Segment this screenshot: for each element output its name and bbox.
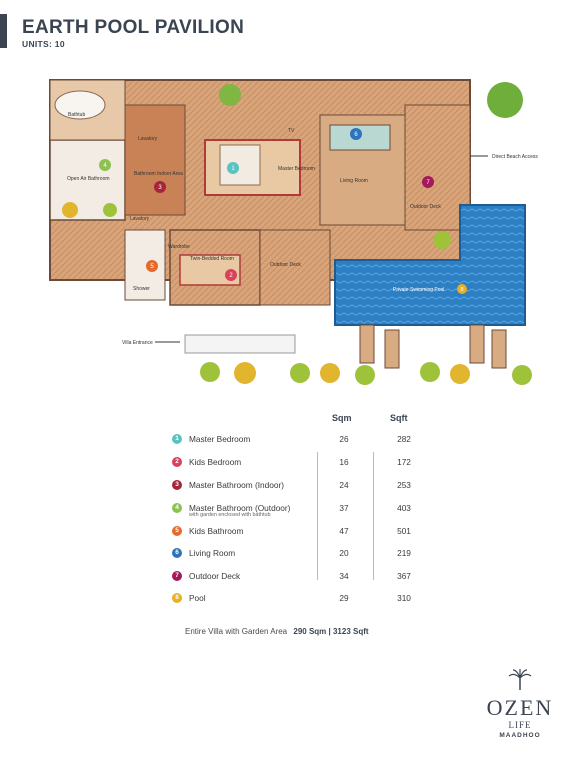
- row-sqm: 29: [339, 593, 349, 603]
- row-label: Kids Bedroom: [189, 457, 242, 467]
- total-value: 290 Sqm | 3123 Sqft: [293, 627, 369, 636]
- svg-text:8: 8: [460, 287, 463, 293]
- ozen-logo: OZEN LIFE MAADHOO: [480, 665, 560, 745]
- row-sublabel: with garden enclosed with bathtub: [189, 512, 271, 518]
- row-label: Master Bedroom: [189, 434, 251, 444]
- total-area: Entire Villa with Garden Area 290 Sqm | …: [185, 627, 369, 636]
- palm-tree-icon: [508, 669, 532, 690]
- table-row: 7 Outdoor Deck 34 367: [172, 571, 422, 591]
- row-label: Outdoor Deck: [189, 571, 241, 581]
- room-marker-2: 2: [225, 269, 237, 281]
- label-outdoor-deck-mid: Outdoor Deck: [270, 262, 301, 268]
- row-sqft: 310: [397, 593, 411, 603]
- number-badge: 6: [172, 548, 182, 558]
- table-divider: [373, 452, 374, 580]
- room-marker-6: 6: [350, 128, 362, 140]
- room-marker-4: 4: [99, 159, 111, 171]
- row-sqm: 20: [339, 548, 349, 558]
- label-bathtub: Bathtub: [68, 112, 85, 118]
- number-badge: 8: [172, 593, 182, 603]
- row-sqft: 501: [397, 526, 411, 536]
- row-label: Pool: [189, 593, 206, 603]
- table-row: 8 Pool 29 310: [172, 593, 422, 613]
- number-badge: 5: [172, 526, 182, 536]
- label-master-bedroom: Master Bedroom: [278, 166, 315, 172]
- logo-name: OZEN: [486, 695, 554, 720]
- label-open-air-bathroom: Open Air Bathroom: [67, 176, 110, 182]
- room-marker-3: 3: [154, 181, 166, 193]
- header-accent-bar: [0, 14, 7, 48]
- svg-text:1: 1: [231, 166, 235, 172]
- svg-text:4: 4: [103, 163, 107, 169]
- label-villa-entrance: Villa Entrance: [122, 340, 153, 346]
- label-lavatory-left: Lavatory: [130, 216, 150, 222]
- room-marker-1: 1: [227, 162, 239, 174]
- column-header-sqm: Sqm: [332, 413, 352, 423]
- row-label: Kids Bathroom: [189, 526, 244, 536]
- row-sqft: 367: [397, 571, 411, 581]
- column-header-sqft: Sqft: [390, 413, 408, 423]
- number-badge: 2: [172, 457, 182, 467]
- svg-text:7: 7: [426, 180, 430, 186]
- row-label: Master Bathroom (Indoor): [189, 480, 284, 490]
- svg-text:5: 5: [150, 264, 154, 270]
- logo-life: LIFE: [508, 720, 532, 730]
- table-row: 2 Kids Bedroom 16 172: [172, 457, 422, 477]
- number-badge: 3: [172, 480, 182, 490]
- room-marker-7: 7: [422, 176, 434, 188]
- label-outdoor-deck-right: Outdoor Deck: [410, 204, 441, 210]
- label-wardrobe: Wardrobe: [168, 244, 190, 250]
- label-twin-bedded-room: Twin-Bedded Room: [190, 256, 234, 262]
- table-row: 5 Kids Bathroom 47 501: [172, 526, 422, 546]
- row-label: Master Bathroom (Outdoor): [189, 503, 291, 513]
- page-title: EARTH POOL PAVILION: [22, 17, 245, 38]
- number-badge: 1: [172, 434, 182, 444]
- room-marker-8: 8: [457, 284, 467, 294]
- svg-text:6: 6: [354, 132, 358, 138]
- row-sqft: 253: [397, 480, 411, 490]
- table-divider: [317, 452, 318, 580]
- label-living-room: Living Room: [340, 178, 368, 184]
- table-row: 6 Living Room 20 219: [172, 548, 422, 568]
- row-label: Living Room: [189, 548, 236, 558]
- row-sqm: 26: [339, 434, 349, 444]
- row-sqm: 37: [339, 503, 349, 513]
- row-sqm: 16: [339, 457, 349, 467]
- label-direct-beach-access: Direct Beach Access: [492, 154, 538, 160]
- table-row: 3 Master Bathroom (Indoor) 24 253: [172, 480, 422, 500]
- row-sqm: 34: [339, 571, 349, 581]
- label-shower: Shower: [133, 286, 150, 292]
- logo-location: MAADHOO: [499, 732, 541, 739]
- label-tv: TV: [288, 128, 295, 134]
- palm-plant-icon: [487, 82, 523, 118]
- row-sqm: 47: [339, 526, 349, 536]
- total-label: Entire Villa with Garden Area: [185, 627, 288, 636]
- row-sqm: 24: [339, 480, 349, 490]
- row-sqft: 219: [397, 548, 411, 558]
- table-row: 4 Master Bathroom (Outdoor) with garden …: [172, 503, 422, 523]
- svg-text:3: 3: [158, 185, 162, 191]
- label-lavatory-top: Lavatory: [138, 136, 158, 142]
- svg-text:2: 2: [229, 273, 233, 279]
- row-sqft: 403: [397, 503, 411, 513]
- table-row: 1 Master Bedroom 26 282: [172, 434, 422, 454]
- number-badge: 7: [172, 571, 182, 581]
- row-sqft: 172: [397, 457, 411, 467]
- label-bathroom-indoor: Bathroom Indoor Area: [134, 171, 183, 177]
- row-sqft: 282: [397, 434, 411, 444]
- floor-plan: Bathtub Lavatory TV Open Air Bathroom Ba…: [49, 79, 538, 385]
- room-marker-5: 5: [146, 260, 158, 272]
- units-count: UNITS: 10: [22, 39, 65, 49]
- label-private-pool: Private Swimming Pool: [393, 287, 444, 293]
- number-badge: 4: [172, 503, 182, 513]
